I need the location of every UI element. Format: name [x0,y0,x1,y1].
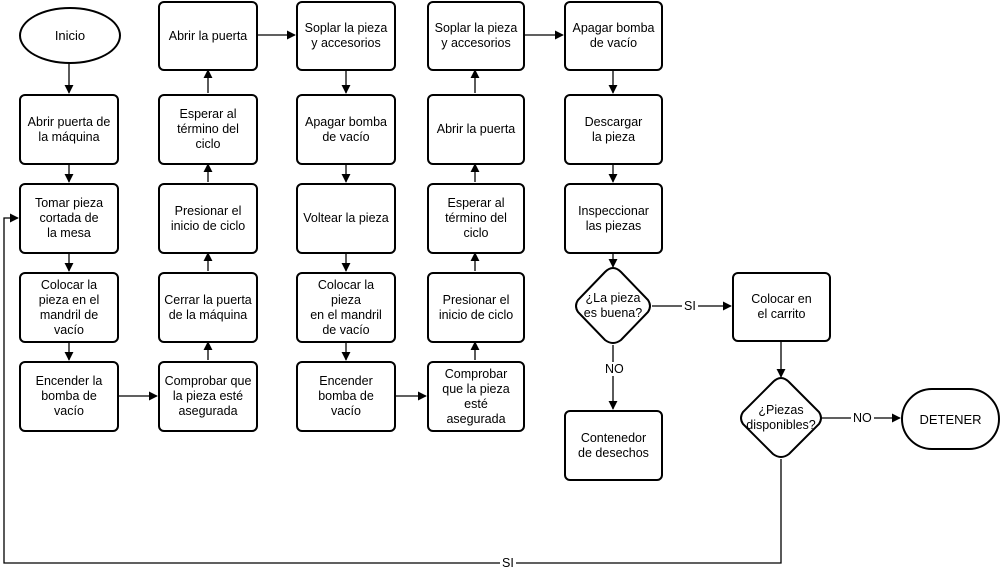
process-colocar-pieza-mandril-2: Colocar la pieza en el mandril de vacío [296,272,396,343]
process-inspeccionar-piezas: Inspeccionar las piezas [564,183,663,254]
end-terminal-detener: DETENER [901,388,1000,450]
process-tomar-pieza: Tomar pieza cortada de la mesa [19,183,119,254]
process-apagar-bomba-1: Apagar bomba de vacío [296,94,396,165]
decision-piezas-disponibles-diamond [740,376,822,458]
edge-label-si-buena: SI [682,299,698,313]
edge-label-no-buena: NO [603,362,626,376]
process-abrir-puerta-maquina: Abrir puerta de la máquina [19,94,119,165]
edge-label-no-disponibles: NO [851,411,874,425]
process-soplar-pieza-1: Soplar la pieza y accesorios [296,1,396,71]
process-encender-bomba-2: Encender bomba de vacío [296,361,396,432]
process-descargar-pieza: Descargar la pieza [564,94,663,165]
process-soplar-pieza-2: Soplar la pieza y accesorios [427,1,525,71]
edge-label-si-disponibles: SI [500,556,516,570]
process-colocar-carrito: Colocar en el carrito [732,272,831,342]
process-encender-bomba-1: Encender la bomba de vacío [19,361,119,432]
process-presionar-inicio-2: Presionar el inicio de ciclo [427,272,525,343]
process-presionar-inicio-1: Presionar el inicio de ciclo [158,183,258,254]
decision-piezas-disponibles: ¿Piezas disponibles? [746,403,816,432]
decision-pieza-buena: ¿La pieza es buena? [583,291,643,320]
process-contenedor-desechos: Contenedor de desechos [564,410,663,481]
decision-pieza-buena-diamond [575,266,651,344]
process-abrir-puerta-1: Abrir la puerta [158,1,258,71]
process-colocar-pieza-mandril-1: Colocar la pieza en el mandril de vacío [19,272,119,343]
process-esperar-termino-1: Esperar al término del ciclo [158,94,258,165]
arrow-loop-si-to-tomar [3,213,782,564]
process-apagar-bomba-2: Apagar bomba de vacío [564,1,663,71]
process-comprobar-pieza-2: Comprobar que la pieza esté asegurada [427,361,525,432]
process-cerrar-puerta: Cerrar la puerta de la máquina [158,272,258,343]
start-terminal: Inicio [19,7,121,64]
process-comprobar-pieza-1: Comprobar que la pieza esté asegurada [158,361,258,432]
process-esperar-termino-2: Esperar al término del ciclo [427,183,525,254]
process-abrir-puerta-2: Abrir la puerta [427,94,525,165]
process-voltear-pieza: Voltear la pieza [296,183,396,254]
